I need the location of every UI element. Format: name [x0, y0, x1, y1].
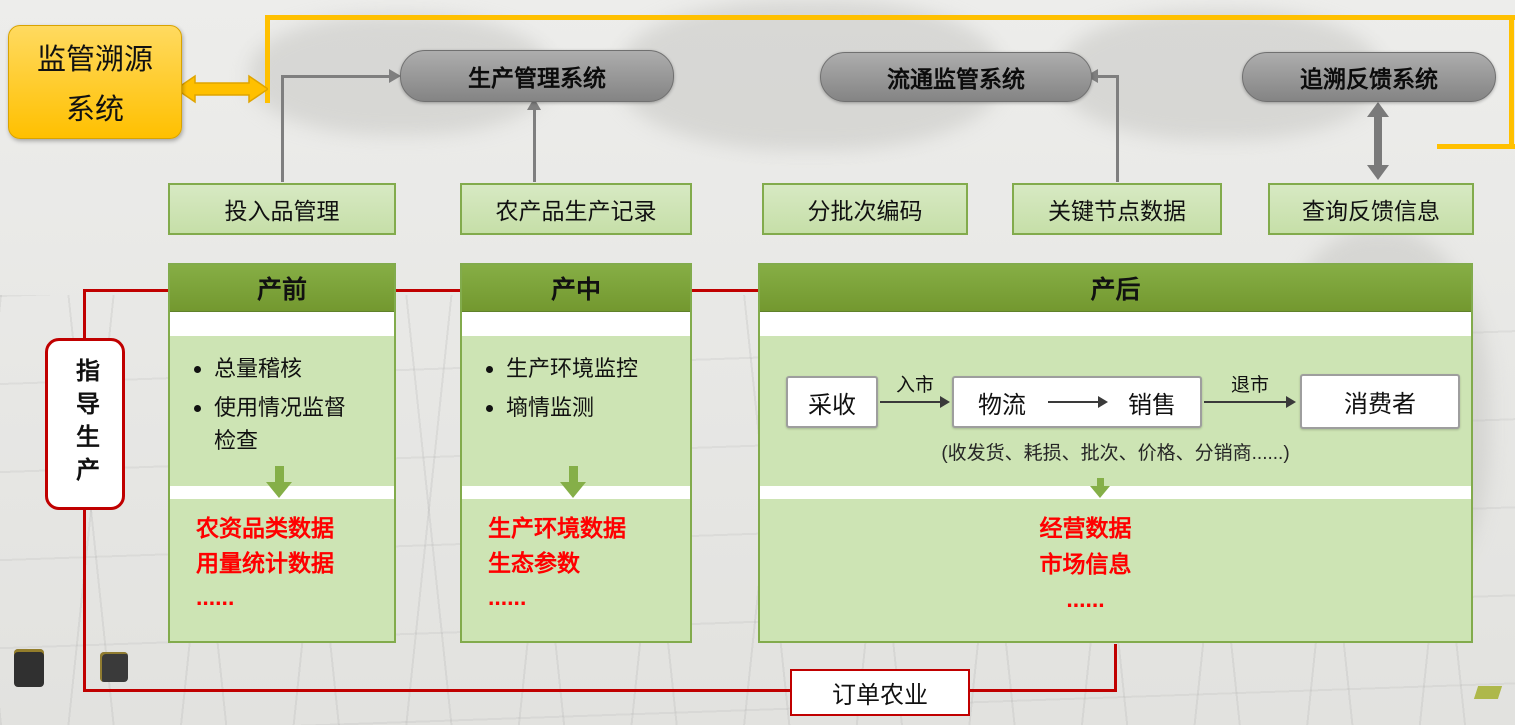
red-connector-top [83, 289, 760, 292]
batch-coding-label: 分批次编码 [807, 198, 923, 224]
section-mid-body: 生产环境监控 墒情监测 [462, 336, 690, 486]
decoration-artifact [1473, 686, 1503, 699]
supervision-traceability-system-box: 监管溯源 系统 [8, 25, 182, 139]
harvest-label: 采收 [808, 391, 856, 419]
flow-arrow-icon [880, 396, 950, 408]
connector-keynode-horizontal [1098, 75, 1119, 78]
bullet-item: 生产环境监控 [506, 352, 660, 385]
production-management-system-box: 生产管理系统 [400, 50, 674, 102]
bullet-item: 使用情况监督检查 [214, 391, 364, 457]
decoration-artifact [100, 652, 128, 682]
data-line: ...... [196, 584, 235, 610]
section-gap [462, 312, 690, 336]
red-connector-bottom [83, 689, 1117, 692]
order-agriculture-box: 订单农业 [790, 669, 970, 716]
key-node-data-box: 关键节点数据 [1012, 183, 1222, 235]
flow-note: (收发货、耗损、批次、价格、分销商......) [941, 443, 1290, 464]
pre-bullet-list: 总量稽核 使用情况监督检查 [170, 352, 394, 457]
guide-production-label: 指导生产 [71, 358, 99, 490]
connector-inputs-horizontal [281, 75, 391, 78]
logistics-label: 物流 [978, 391, 1026, 419]
section-pre-title: 产前 [170, 265, 394, 312]
data-line: ...... [488, 584, 527, 610]
flow-arrow-icon [1204, 396, 1296, 408]
traceability-feedback-system-label: 追溯反馈系统 [1300, 66, 1438, 92]
double-arrow-vertical-icon [1367, 102, 1389, 180]
flow-arrow-icon [1048, 396, 1108, 408]
connector-keynode-vertical [1116, 76, 1119, 182]
sales-label: 销售 [1128, 391, 1176, 419]
section-gap [760, 312, 1471, 336]
order-agriculture-label: 订单农业 [832, 682, 928, 709]
flow-node-consumer: 消费者 [1300, 374, 1460, 429]
production-record-label: 农产品生产记录 [495, 198, 657, 224]
circulation-supervision-system-label: 流通监管系统 [887, 66, 1025, 92]
data-line: 农资品类数据 [196, 515, 334, 541]
section-gap [760, 486, 1471, 499]
bullet-item: 总量稽核 [214, 352, 364, 385]
mid-data-lines: 生产环境数据 生态参数 ...... [462, 499, 690, 615]
section-post-production: 产后 采收 入市 物流 销售 退市 消费者 (收发货、耗损、批次、价格、分销商.… [758, 263, 1473, 643]
supervision-system-line1: 监管溯源 [36, 44, 153, 76]
supervision-system-line2: 系统 [65, 94, 124, 126]
data-line: 用量统计数据 [196, 549, 334, 576]
connector-inputs-vertical [281, 76, 284, 182]
section-post-flow: 采收 入市 物流 销售 退市 消费者 (收发货、耗损、批次、价格、分销商....… [760, 336, 1471, 486]
data-line: 生产环境数据 [488, 515, 626, 541]
section-post-data-area: 经营数据 市场信息 ...... [760, 499, 1471, 641]
section-post-title: 产后 [760, 265, 1471, 312]
query-feedback-box: 查询反馈信息 [1268, 183, 1474, 235]
green-down-arrow-icon [560, 466, 586, 498]
guide-production-box: 指导生产 [45, 338, 125, 510]
data-line: 经营数据 [1039, 515, 1132, 541]
production-record-box: 农产品生产记录 [460, 183, 692, 235]
section-gap [170, 312, 394, 336]
data-line: 生态参数 [488, 549, 580, 576]
section-pre-production: 产前 总量稽核 使用情况监督检查 农资品类数据 用量统计数据 ...... [168, 263, 396, 643]
yellow-frame-bottom-right [1437, 144, 1515, 149]
section-mid-data-area: 生产环境数据 生态参数 ...... [462, 499, 690, 641]
section-pre-body: 总量稽核 使用情况监督检查 [170, 336, 394, 486]
input-management-box: 投入品管理 [168, 183, 396, 235]
key-node-data-label: 关键节点数据 [1048, 198, 1186, 224]
section-mid-production: 产中 生产环境监控 墒情监测 生产环境数据 生态参数 ...... [460, 263, 692, 643]
enter-market-label: 入市 [895, 375, 934, 396]
green-down-arrow-icon [266, 466, 292, 498]
connector-records-vertical [533, 108, 536, 182]
consumer-label: 消费者 [1344, 391, 1416, 418]
batch-coding-box: 分批次编码 [762, 183, 968, 235]
double-arrow-yellow-icon [176, 74, 268, 104]
green-down-arrow-icon [1090, 478, 1110, 498]
pre-data-lines: 农资品类数据 用量统计数据 ...... [170, 499, 394, 615]
yellow-frame-left [265, 15, 270, 103]
red-connector-post-drop [1114, 644, 1117, 692]
yellow-frame-right [1509, 15, 1514, 148]
bullet-item: 墒情监测 [506, 391, 660, 424]
data-line: 市场信息 [1039, 550, 1132, 577]
data-line: ...... [1066, 586, 1105, 613]
circulation-supervision-system-box: 流通监管系统 [820, 52, 1092, 102]
flow-node-harvest: 采收 [786, 376, 878, 428]
flow-node-logistics-sales: 物流 销售 [952, 376, 1202, 428]
traceability-feedback-system-box: 追溯反馈系统 [1242, 52, 1496, 102]
query-feedback-label: 查询反馈信息 [1302, 198, 1440, 224]
section-pre-data-area: 农资品类数据 用量统计数据 ...... [170, 499, 394, 641]
arrowhead-right-icon [389, 69, 401, 83]
mid-bullet-list: 生产环境监控 墒情监测 [462, 352, 690, 424]
yellow-frame-top [265, 15, 1515, 20]
decoration-artifact [14, 649, 44, 687]
post-data-lines: 经营数据 市场信息 ...... [760, 499, 1471, 618]
input-management-label: 投入品管理 [224, 198, 340, 224]
exit-market-label: 退市 [1230, 375, 1269, 396]
section-mid-title: 产中 [462, 265, 690, 312]
production-management-system-label: 生产管理系统 [468, 65, 606, 91]
